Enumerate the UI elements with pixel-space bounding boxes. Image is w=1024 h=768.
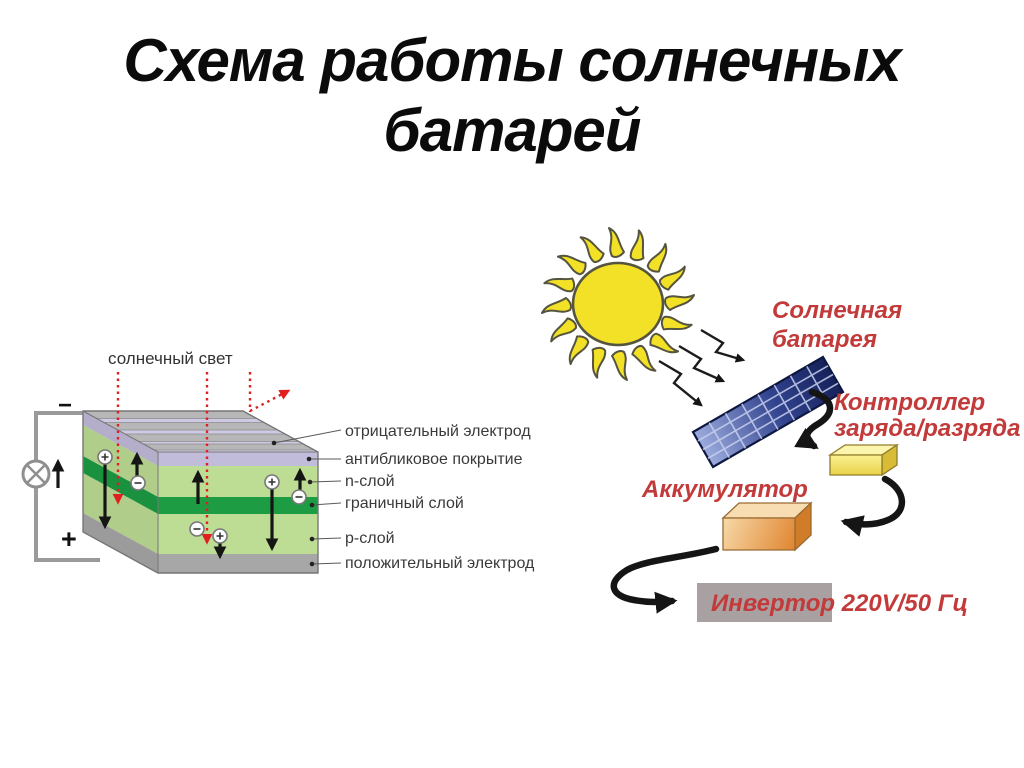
reflected-ray-arrow — [249, 389, 291, 413]
antireflective-layer — [158, 452, 318, 466]
label-p-layer: p-слой — [345, 530, 395, 547]
solar-battery-label-line2: батарея — [772, 326, 878, 353]
solar-cell — [82, 410, 319, 574]
accumulator-box — [721, 501, 813, 552]
charge-carriers — [97, 449, 307, 560]
controller-box — [827, 443, 900, 477]
zigzag-sunbeam-arrow — [700, 328, 746, 363]
label-positive-electrode: положительный электрод — [345, 555, 535, 572]
minus-charge-icon — [291, 489, 307, 505]
flow-arrows — [610, 388, 906, 614]
plus-charge-icon — [264, 474, 280, 490]
positive-electrode-layer — [158, 554, 318, 573]
solar-panel-icon — [691, 355, 845, 469]
controller-label-line2: заряда/разряда — [834, 415, 1021, 442]
minus-charge-icon — [189, 521, 205, 537]
sun-icon — [541, 227, 695, 381]
plus-charge-icon — [97, 449, 113, 465]
accumulator-to-inverter-arrow — [610, 545, 720, 614]
label-negative-electrode: отрицательный электрод — [345, 423, 531, 440]
label-n-layer: n-слой — [345, 473, 395, 490]
photon-arrows — [112, 372, 291, 545]
solar-battery-label-line1: Солнечная — [772, 297, 903, 324]
inverter-label: Инвертор 220V/50 Гц — [711, 590, 968, 617]
label-boundary-layer: граничный слой — [345, 495, 464, 512]
inverter-box — [697, 583, 832, 622]
wire-circuit — [21, 411, 100, 562]
sunbeam-zigzag-arrows — [658, 328, 746, 407]
lamp-icon — [21, 459, 51, 489]
accumulator-label: Аккумулятор — [642, 476, 808, 503]
controller-label-line1: Контроллер — [834, 389, 986, 416]
zigzag-sunbeam-arrow — [678, 344, 726, 383]
solar-battery-label: Солнечная батарея — [772, 296, 902, 354]
negative-terminal-sign: − — [58, 392, 73, 419]
controller-to-accumulator-arrow — [840, 475, 906, 537]
zigzag-sunbeam-arrow — [658, 359, 703, 407]
n-layer — [158, 466, 318, 497]
positive-terminal-sign: + — [61, 524, 77, 554]
sunlight-label: солнечный свет — [108, 349, 233, 368]
controller-label: Контроллер заряда/разряда — [834, 390, 1020, 442]
leader-lines — [271, 429, 342, 567]
label-antireflective-coating: антибликовое покрытие — [345, 451, 523, 468]
page-title: Схема работы солнечных батарей — [123, 27, 901, 164]
p-layer — [158, 514, 318, 554]
panel-to-controller-arrow — [794, 388, 834, 450]
plus-charge-icon — [212, 528, 228, 544]
minus-charge-icon — [130, 475, 146, 491]
